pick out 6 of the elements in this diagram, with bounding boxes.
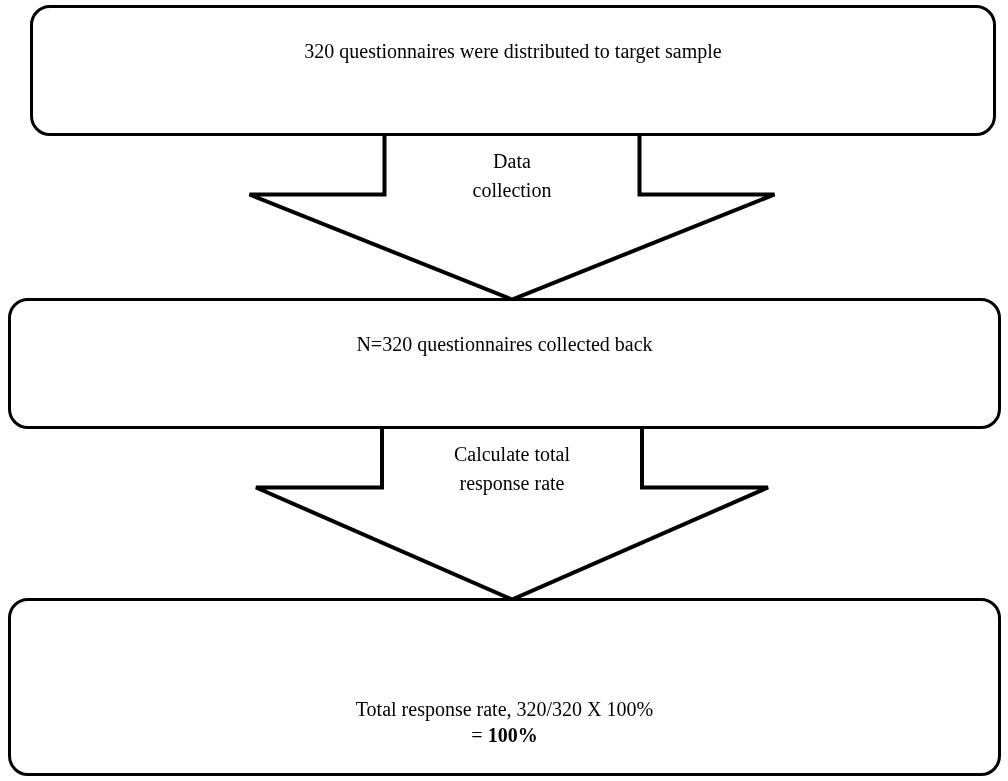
process-box: [8, 598, 1001, 776]
box-text: N=320 questionnaires collected back: [356, 332, 653, 357]
box-text: Total response rate, 320/320 X 100% = 100%: [354, 697, 655, 748]
process-box: [30, 5, 996, 136]
box-text: 320 questionnaires were distributed to target sample: [304, 39, 722, 64]
process-box: [8, 298, 1001, 429]
